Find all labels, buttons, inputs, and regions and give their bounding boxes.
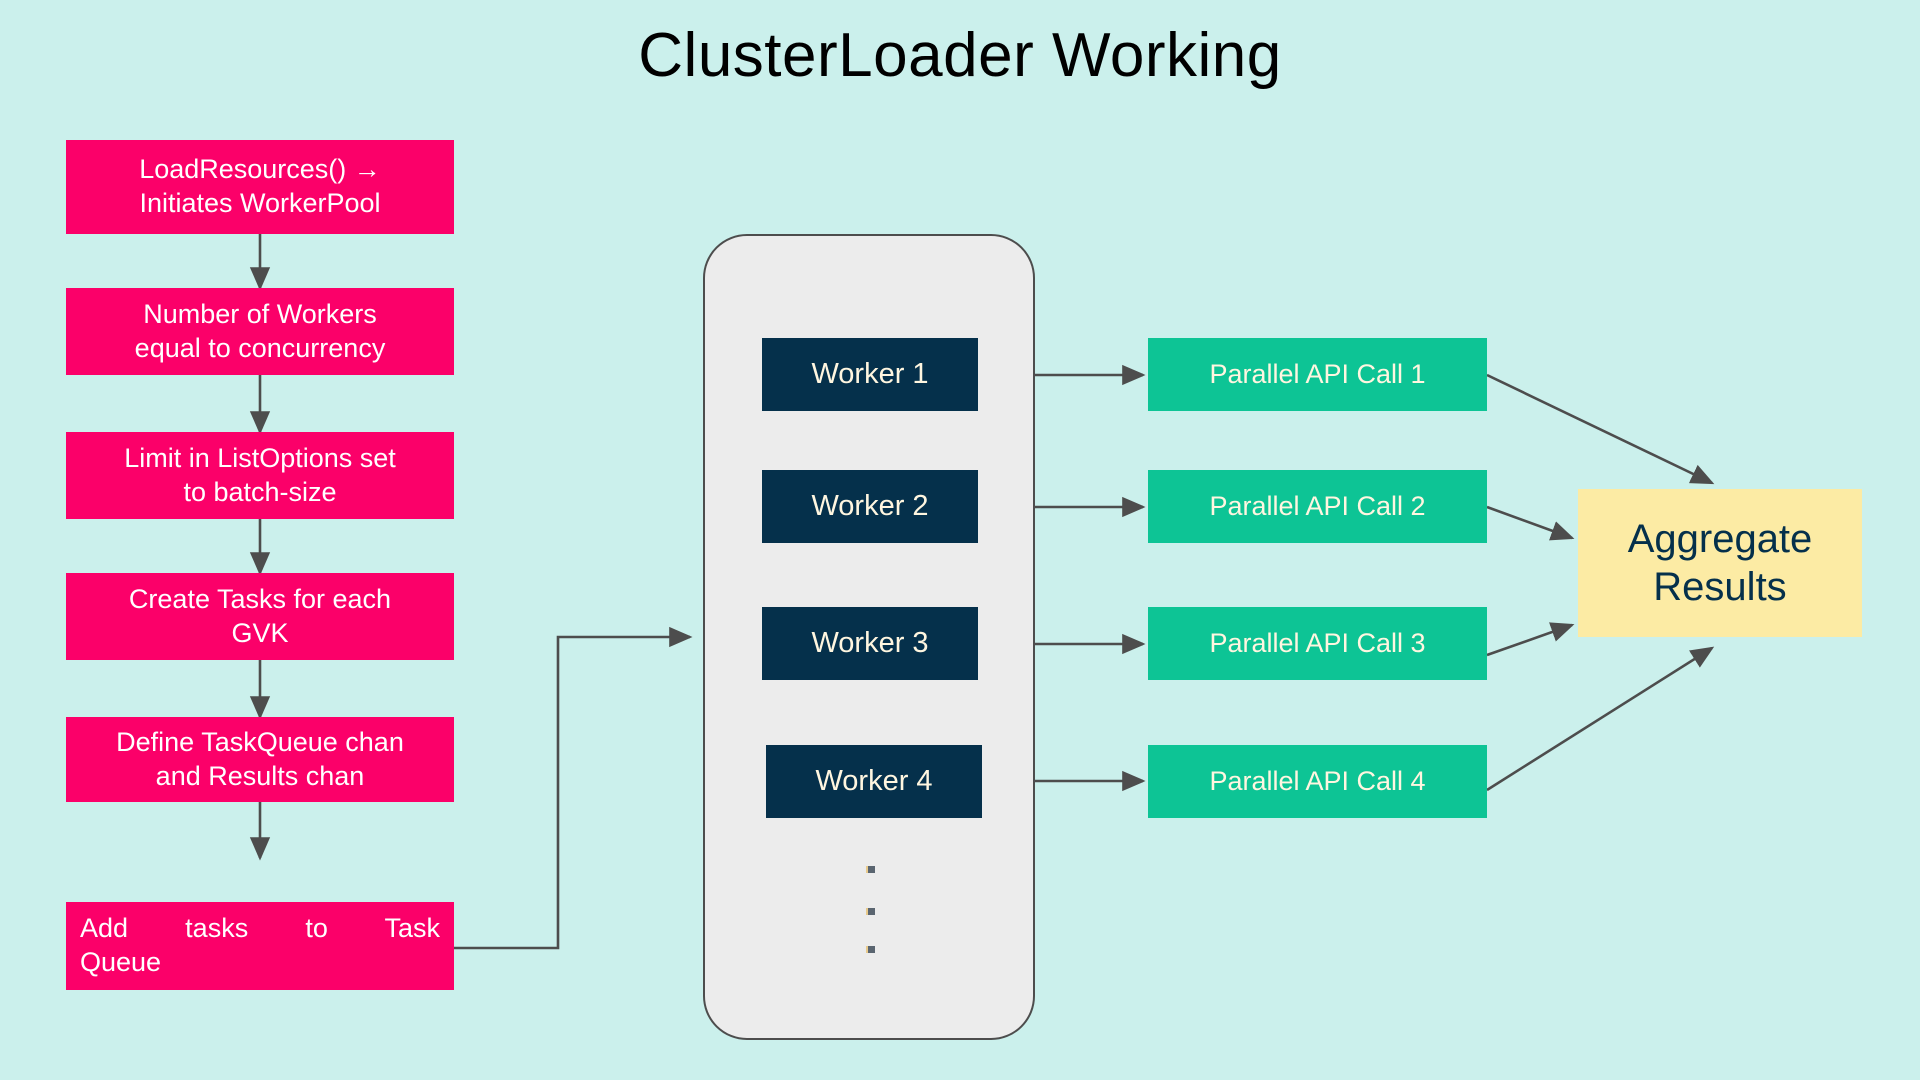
- api-call-2-label: Parallel API Call 2: [1209, 490, 1426, 521]
- step-add-tasks-line1: Add tasks to Task: [80, 913, 440, 943]
- step-limit-listoptions-line1: Limit in ListOptions set: [124, 442, 396, 473]
- worker-1[interactable]: Worker 1: [762, 338, 978, 411]
- aggregate-results-line1: Aggregate: [1627, 517, 1813, 561]
- api-call-2[interactable]: Parallel API Call 2: [1148, 470, 1487, 543]
- step-number-of-workers-line2: equal to concurrency: [134, 332, 386, 363]
- api-call-4[interactable]: Parallel API Call 4: [1148, 745, 1487, 818]
- step-create-tasks-line1: Create Tasks for each: [128, 583, 392, 614]
- step-limit-listoptions-line2: to batch-size: [183, 476, 337, 507]
- worker-4[interactable]: Worker 4: [766, 745, 982, 818]
- aggregate-results-line2: Results: [1653, 565, 1787, 609]
- api-call-4-label: Parallel API Call 4: [1209, 765, 1426, 796]
- step-number-of-workers[interactable]: Number of Workers equal to concurrency: [66, 288, 454, 375]
- step-load-resources[interactable]: LoadResources() → Initiates WorkerPool: [66, 140, 454, 234]
- step-create-tasks-line2: GVK: [231, 617, 289, 648]
- step-load-resources-line1: LoadResources() →: [139, 154, 381, 185]
- aggregate-results[interactable]: Aggregate Results: [1578, 489, 1862, 637]
- step-create-tasks[interactable]: Create Tasks for each GVK: [66, 573, 454, 660]
- worker-ellipsis-dot-1: [866, 866, 875, 873]
- step-define-channels-line2: and Results chan: [155, 760, 365, 791]
- step-add-tasks-line2: Queue: [80, 946, 162, 977]
- worker-3[interactable]: Worker 3: [762, 607, 978, 680]
- worker-4-label: Worker 4: [815, 765, 933, 798]
- api-call-3-label: Parallel API Call 3: [1209, 627, 1426, 658]
- worker-ellipsis-dot-3: [866, 946, 875, 953]
- step-number-of-workers-line1: Number of Workers: [143, 298, 377, 329]
- step-add-tasks[interactable]: Add tasks to Task Queue: [66, 902, 454, 990]
- step-define-channels[interactable]: Define TaskQueue chan and Results chan: [66, 717, 454, 802]
- step-limit-listoptions[interactable]: Limit in ListOptions set to batch-size: [66, 432, 454, 519]
- api-call-1[interactable]: Parallel API Call 1: [1148, 338, 1487, 411]
- tasks-to-pool-arrow: [453, 626, 693, 950]
- worker-ellipsis-dot-2: [866, 908, 875, 915]
- step-load-resources-line2: Initiates WorkerPool: [139, 188, 381, 218]
- api-call-3[interactable]: Parallel API Call 3: [1148, 607, 1487, 680]
- page-title: ClusterLoader Working: [638, 21, 1282, 90]
- worker-1-label: Worker 1: [811, 358, 929, 391]
- api-call-1-label: Parallel API Call 1: [1209, 358, 1426, 389]
- worker-2-label: Worker 2: [811, 490, 929, 523]
- worker-3-label: Worker 3: [811, 627, 929, 660]
- worker-2[interactable]: Worker 2: [762, 470, 978, 543]
- step-define-channels-line1: Define TaskQueue chan: [116, 726, 404, 757]
